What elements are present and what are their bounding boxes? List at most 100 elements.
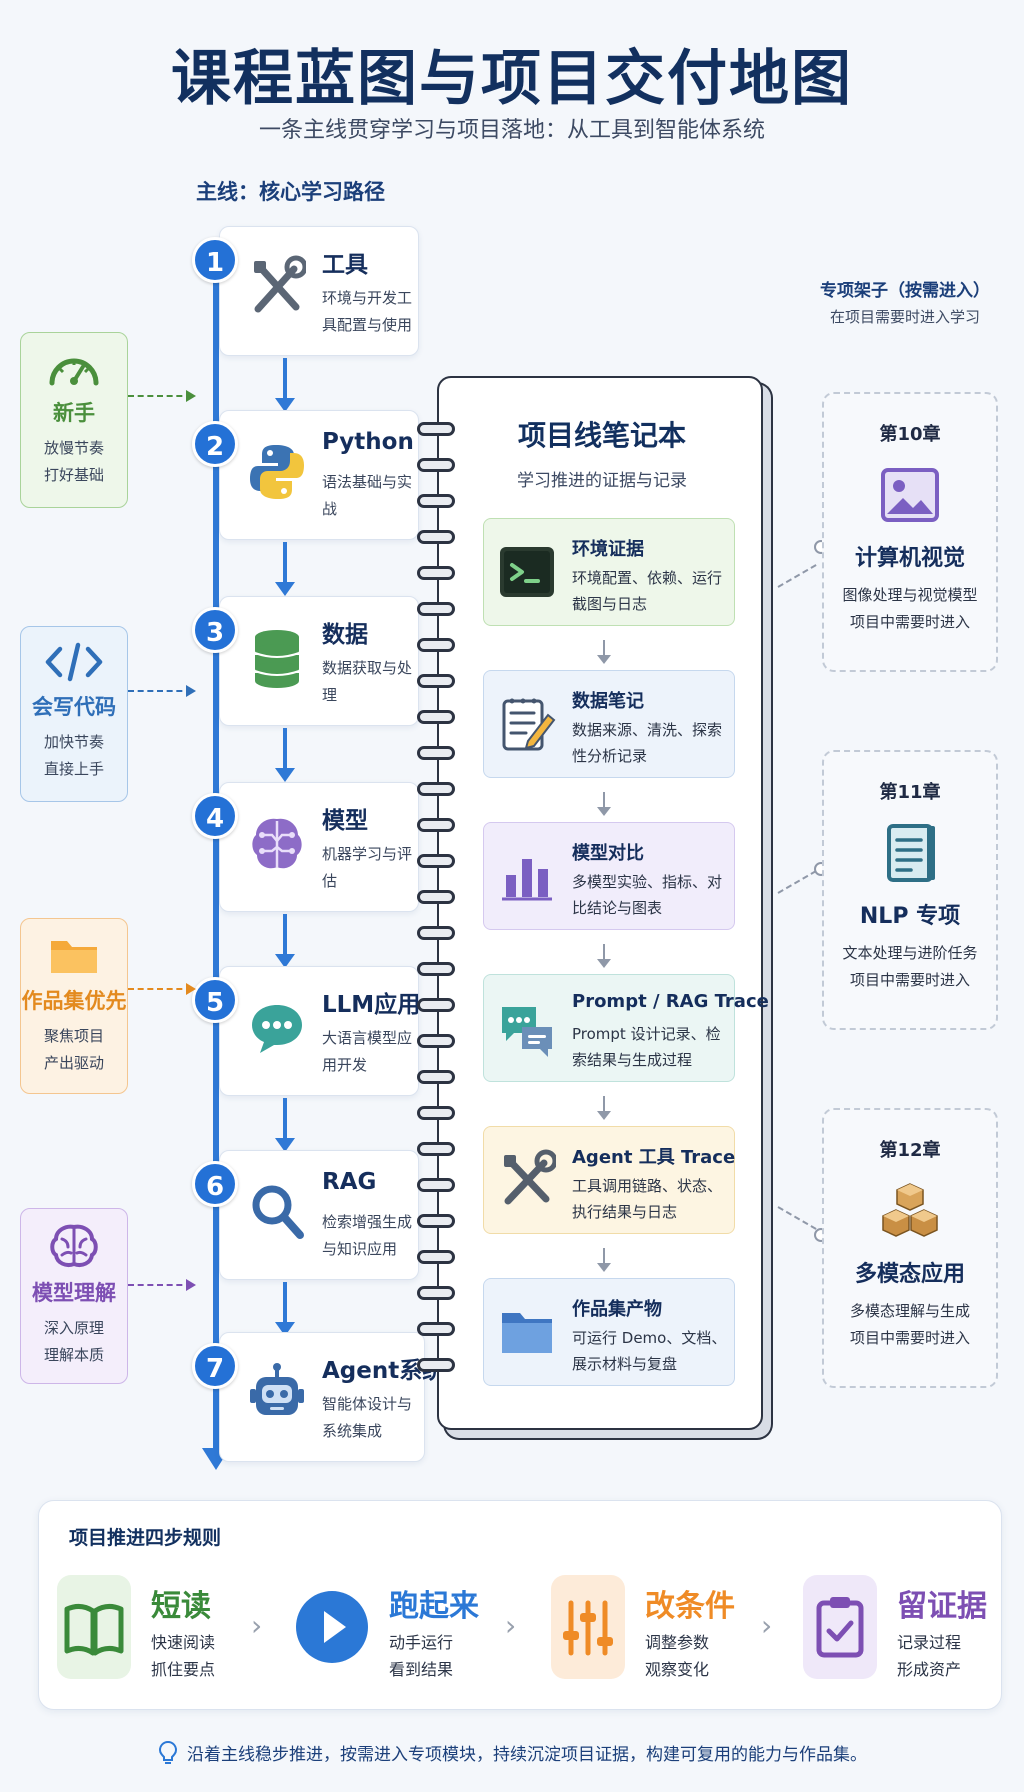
card-title: 作品集产物 <box>572 1299 662 1320</box>
card-arrow <box>597 792 611 816</box>
notebook-ring <box>417 1358 455 1372</box>
notebook-subtitle: 学习推进的证据与记录 <box>517 471 687 491</box>
rule-run-it[interactable]: 跑起来 动手运行看到结果 <box>277 1575 497 1685</box>
step-llm-app[interactable]: 5 LLM应用 大语言模型应用开发 <box>192 966 421 1096</box>
notebook-ring <box>417 998 455 1012</box>
chapter-name: NLP 专项 <box>859 904 961 929</box>
step-title: 模型 <box>322 808 368 834</box>
entry-badge-portfolio-first[interactable]: 作品集优先 聚焦项目产出驱动 <box>20 918 128 1094</box>
book-icon <box>57 1575 131 1679</box>
notebook-card-portfolio-output[interactable]: 作品集产物 可运行 Demo、文档、展示材料与复盘 <box>483 1278 735 1386</box>
step-desc: 数据获取与处理 <box>322 659 413 704</box>
rules-panel: 项目推进四步规则 短读 快速阅读抓住要点 › 跑起来 动手运行看到结果 › 改条… <box>38 1500 1002 1710</box>
mainline-label: 主线：核心学习路径 <box>196 180 385 204</box>
step-data[interactable]: 3 数据 数据获取与处理 <box>192 596 419 726</box>
rule-title: 改条件 <box>645 1589 735 1624</box>
notebook-ring <box>417 458 455 472</box>
rule-short-read[interactable]: 短读 快速阅读抓住要点 <box>39 1575 259 1685</box>
project-notebook: 项目线笔记本 学习推进的证据与记录 环境证据 环境配置、依赖、运行截图与日志 数… <box>417 376 769 1430</box>
tools-icon <box>248 255 308 319</box>
step-tools[interactable]: 1 工具 环境与开发工具配置与使用 <box>192 226 419 356</box>
card-desc: Prompt 设计记录、检索结果与生成过程 <box>572 1025 721 1069</box>
image-icon <box>879 464 941 526</box>
notebook-ring <box>417 782 455 796</box>
rules-title: 项目推进四步规则 <box>69 1527 222 1549</box>
notebook-card-data-notes[interactable]: 数据笔记 数据来源、清洗、探索性分析记录 <box>483 670 735 778</box>
cubes-icon <box>879 1180 941 1242</box>
step-title: LLM应用 <box>322 992 421 1018</box>
notebook-card-model-comparison[interactable]: 模型对比 多模型实验、指标、对比结论与图表 <box>483 822 735 930</box>
step-number: 3 <box>192 607 238 653</box>
notebook-ring <box>417 1250 455 1264</box>
step-number: 2 <box>192 421 238 467</box>
notebook-ring <box>417 746 455 760</box>
shelf-label: 专项架子（按需进入） <box>820 281 990 301</box>
shelf-connector <box>777 1206 817 1230</box>
card-desc: 工具调用链路、状态、执行结果与日志 <box>572 1177 723 1221</box>
chapter-multimodal[interactable]: 第12章 多模态应用 多模态理解与生成项目中需要时进入 <box>822 1108 998 1388</box>
badge-title: 作品集优先 <box>21 989 127 1013</box>
lightbulb-icon <box>158 1740 178 1764</box>
chapter-desc: 多模态理解与生成项目中需要时进入 <box>849 1302 970 1347</box>
python-icon <box>248 439 306 503</box>
clipboard-icon <box>803 1575 877 1679</box>
card-title: 模型对比 <box>572 843 644 864</box>
card-desc: 数据来源、清洗、探索性分析记录 <box>572 721 723 765</box>
notebook-ring <box>417 638 455 652</box>
badge-title: 新手 <box>53 401 95 425</box>
badge-connector-beginner <box>128 390 196 402</box>
step-title: 数据 <box>322 622 368 648</box>
notebook-ring <box>417 818 455 832</box>
step-python[interactable]: 2 Python 语法基础与实战 <box>192 410 419 540</box>
card-arrow <box>597 944 611 968</box>
footer-text: 沿着主线稳步推进，按需进入专项模块，持续沉淀项目证据，构建可复用的能力与作品集。 <box>187 1745 867 1765</box>
step-agent-system[interactable]: 7 Agent系统 智能体设计与系统集成 <box>192 1332 445 1462</box>
notebook-card-prompt-rag-trace[interactable]: Prompt / RAG Trace Prompt 设计记录、检索结果与生成过程 <box>483 974 769 1082</box>
badge-connector-model-understanding <box>128 1279 196 1291</box>
rule-keep-evidence[interactable]: 留证据 记录过程形成资产 <box>785 1575 1005 1685</box>
page-title: 课程蓝图与项目交付地图 <box>171 44 853 114</box>
card-title: 数据笔记 <box>572 691 644 712</box>
folder-icon <box>498 1301 556 1363</box>
shelf-subtitle: 在项目需要时进入学习 <box>829 308 980 326</box>
card-arrow <box>597 1248 611 1272</box>
notebook-ring <box>417 1106 455 1120</box>
notebook-ring <box>417 1286 455 1300</box>
notebook-ring <box>417 1034 455 1048</box>
flow-arrow <box>275 542 295 596</box>
rule-desc: 动手运行看到结果 <box>389 1633 454 1679</box>
chevron-right-icon: › <box>251 1609 263 1642</box>
rule-title: 留证据 <box>897 1589 987 1624</box>
sliders-icon <box>551 1575 625 1679</box>
notebook-ring <box>417 962 455 976</box>
chapter-computer-vision[interactable]: 第10章 计算机视觉 图像处理与视觉模型项目中需要时进入 <box>822 392 998 672</box>
chapter-number: 第11章 <box>879 782 941 803</box>
brain-icon <box>248 811 306 875</box>
database-icon <box>248 625 306 689</box>
rule-change-conditions[interactable]: 改条件 调整参数观察变化 <box>533 1575 753 1685</box>
card-arrow <box>597 640 611 664</box>
entry-badge-beginner[interactable]: 新手 放慢节奏打好基础 <box>20 332 128 508</box>
flow-arrow <box>275 1282 295 1336</box>
search-icon <box>248 1179 306 1243</box>
chapter-name: 计算机视觉 <box>854 546 965 571</box>
notebook-card-agent-tool-trace[interactable]: Agent 工具 Trace 工具调用链路、状态、执行结果与日志 <box>483 1126 735 1234</box>
page-subtitle: 一条主线贯穿学习与项目落地：从工具到智能体系统 <box>258 118 765 143</box>
chapter-desc: 图像处理与视觉模型项目中需要时进入 <box>842 586 978 631</box>
notebook-ring <box>417 1142 455 1156</box>
notebook-ring <box>417 530 455 544</box>
step-rag[interactable]: 6 RAG 检索增强生成与知识应用 <box>192 1150 419 1280</box>
notebook-ring <box>417 926 455 940</box>
chapter-nlp[interactable]: 第11章 NLP 专项 文本处理与进阶任务项目中需要时进入 <box>822 750 998 1030</box>
notebook-ring <box>417 1322 455 1336</box>
card-title: Agent 工具 Trace <box>572 1147 736 1168</box>
entry-badge-can-code[interactable]: 会写代码 加快节奏直接上手 <box>20 626 128 802</box>
step-model[interactable]: 4 模型 机器学习与评估 <box>192 782 419 912</box>
notebook-card-environment-evidence[interactable]: 环境证据 环境配置、依赖、运行截图与日志 <box>483 518 735 626</box>
step-title: Python <box>322 429 414 455</box>
card-desc: 可运行 Demo、文档、展示材料与复盘 <box>572 1329 727 1373</box>
badge-title: 模型理解 <box>32 1281 116 1305</box>
tools-icon <box>498 1149 558 1211</box>
entry-badge-model-understanding[interactable]: 模型理解 深入原理理解本质 <box>20 1208 128 1384</box>
rule-desc: 记录过程形成资产 <box>897 1633 962 1679</box>
